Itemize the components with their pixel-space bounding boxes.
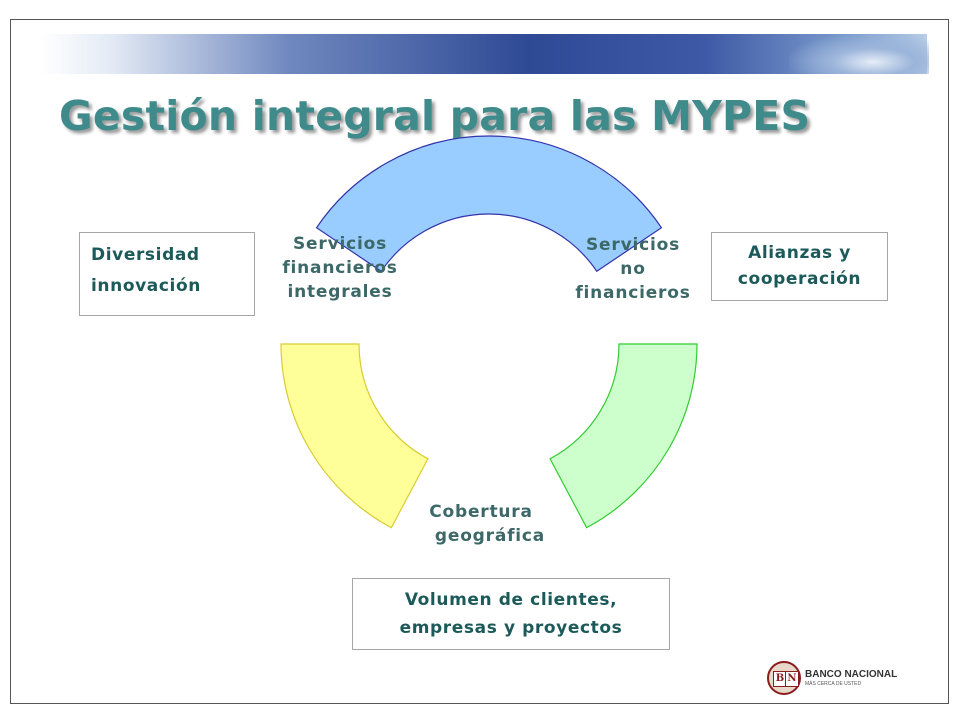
- box-volumen-clientes: Volumen de clientes, empresas y proyecto…: [352, 578, 670, 650]
- label-cobertura-geografica: Cobertura geográfica: [429, 502, 546, 546]
- bn-logo-icon: B N: [767, 661, 801, 695]
- banco-nacional-logo: B N BANCO NACIONAL MÁS CERCA DE USTED: [767, 660, 897, 696]
- logo-name: BANCO NACIONAL: [805, 668, 898, 680]
- logo-text: BANCO NACIONAL MÁS CERCA DE USTED: [805, 669, 897, 688]
- cycle-segment-bottom-left: [280, 343, 429, 529]
- cycle-segment-bottom-right: [549, 343, 698, 529]
- label-servicios-no-financieros: Servicios no financieros: [575, 235, 691, 303]
- label-servicios-financieros: Servicios financieros integrales: [282, 234, 398, 302]
- globe-image: [789, 34, 929, 74]
- logo-letter-n: N: [785, 671, 799, 687]
- box-diversidad-innovacion: Diversidad innovación: [79, 232, 255, 316]
- box-alianzas-cooperacion: Alianzas y cooperación: [711, 232, 888, 301]
- header-banner: [41, 34, 929, 74]
- page-title: Gestión integral para las MYPES: [59, 92, 811, 140]
- cycle-diagram: [280, 135, 698, 529]
- cycle-segment-top: [315, 135, 663, 273]
- slide: Gestión integral para las MYPES Servicio…: [10, 19, 949, 704]
- logo-tagline: MÁS CERCA DE USTED: [805, 680, 862, 687]
